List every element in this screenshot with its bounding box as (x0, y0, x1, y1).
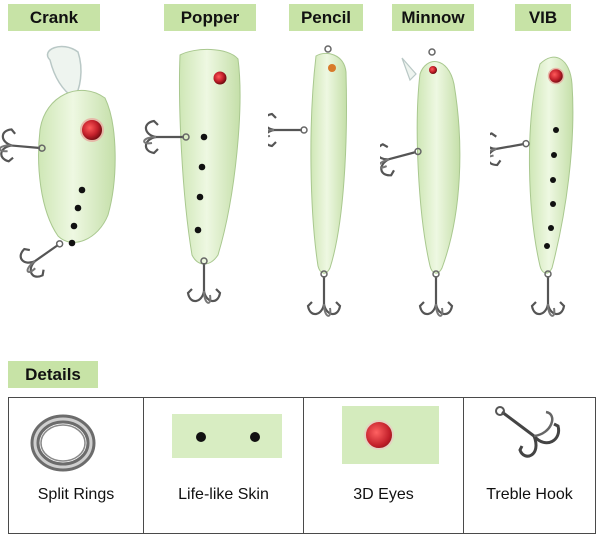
detail-label-treble-hook: Treble Hook (486, 486, 573, 503)
lure-label-crank: Crank (8, 4, 100, 31)
lure-label-vib: VIB (515, 4, 571, 31)
split-ring-icon (30, 414, 96, 472)
crank-lure-image (0, 45, 116, 283)
details-heading: Details (8, 361, 98, 388)
detail-life-like-skin: Life-like Skin (144, 398, 304, 533)
detail-label-life-like-skin: Life-like Skin (178, 486, 269, 503)
lure-label-popper: Popper (164, 4, 256, 31)
detail-treble-hook: Treble Hook (464, 398, 595, 533)
skin-texture-icon (172, 414, 282, 458)
pencil-lure-image (268, 45, 347, 317)
treble-hook-icon (495, 406, 561, 458)
vib-lure-image (490, 56, 574, 317)
lure-label-pencil: Pencil (289, 4, 363, 31)
detail-3d-eyes: 3D Eyes (304, 398, 464, 533)
detail-label-split-rings: Split Rings (37, 486, 115, 503)
detail-label-3d-eyes: 3D Eyes (353, 486, 414, 503)
detail-split-rings: Split Rings (9, 398, 144, 533)
eye-icon (342, 406, 439, 464)
details-panel: Split Rings Life-like Skin 3D Eyes Trebl… (8, 397, 596, 534)
popper-lure-image (143, 48, 241, 304)
lure-label-minnow: Minnow (392, 4, 474, 31)
minnow-lure-image (380, 48, 461, 317)
